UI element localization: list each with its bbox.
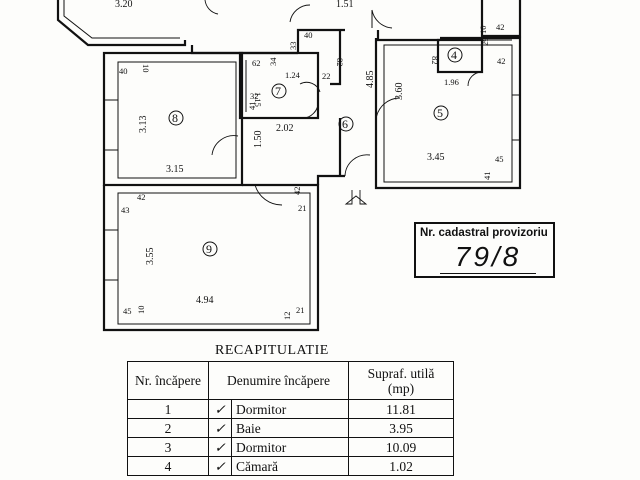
room-number-7: 7	[271, 83, 287, 99]
cell-nr: 4	[127, 456, 209, 476]
cadastral-number: 79/8	[440, 241, 536, 274]
svg-text:5: 5	[437, 106, 443, 120]
dim-label: 45	[495, 154, 504, 164]
cell-nr: 3	[127, 437, 209, 457]
cell-area: 3.95	[348, 418, 454, 438]
floor-plan-drawing: 3.20 1.51 40 33 82 62 34 1.24 22 32 1.15…	[56, 0, 522, 332]
header-usable-area: Supraf. utilă (mp)	[348, 361, 454, 400]
check-mark-icon: ✓	[208, 437, 232, 457]
check-mark-icon: ✓	[208, 456, 232, 476]
room-3-fragment	[56, 0, 219, 47]
top-right-wall	[480, 0, 522, 38]
room-number-8: 8	[168, 110, 184, 126]
table-row: 3 ✓ Dormitor 10.09	[127, 437, 454, 457]
dim-label: 3.45	[427, 152, 445, 163]
room-5-walls	[374, 36, 522, 190]
dim-label: 82	[335, 58, 345, 67]
dim-label: 4.85	[365, 71, 376, 89]
room-4-walls	[436, 38, 512, 87]
svg-text:4: 4	[451, 48, 457, 62]
dim-label: 10	[478, 26, 488, 35]
entrance-arrow-icon	[344, 190, 368, 205]
table-row: 2 ✓ Baie 3.95	[127, 418, 454, 438]
dim-label: 10	[141, 64, 151, 73]
dim-label: 22	[322, 71, 331, 81]
dim-label: 3.55	[145, 248, 156, 266]
room-7-walls	[238, 51, 321, 120]
dim-label: 62	[252, 58, 261, 68]
dim-label: 82	[430, 56, 440, 65]
dim-label: 21	[298, 203, 307, 213]
dim-label: 3.20	[115, 0, 133, 10]
room-number-5: 5	[433, 105, 449, 121]
cell-name: Dormitor	[231, 437, 349, 457]
dim-label: 42	[137, 192, 146, 202]
cell-area: 10.09	[348, 437, 454, 457]
recap-table: Nr. încăpere Denumire încăpere Supraf. u…	[127, 361, 454, 476]
cell-name: Baie	[231, 418, 349, 438]
cell-name: Cămară	[231, 456, 349, 476]
dim-label: 42	[292, 187, 302, 196]
dim-label: 41	[482, 172, 492, 181]
svg-text:7: 7	[275, 84, 281, 98]
cadastral-label: Nr. cadastral provizoriu	[420, 227, 548, 239]
cell-nr: 1	[127, 399, 209, 419]
header-room-number: Nr. încăpere	[127, 361, 209, 400]
svg-text:9: 9	[206, 242, 212, 256]
table-header-row: Nr. încăpere Denumire încăpere Supraf. u…	[127, 361, 454, 400]
check-mark-icon: ✓	[208, 418, 232, 438]
cell-name: Dormitor	[231, 399, 349, 419]
dim-label: 40	[304, 30, 313, 40]
svg-text:6: 6	[342, 117, 348, 131]
dim-label: 2.02	[276, 123, 294, 134]
dim-label: 33	[288, 42, 298, 51]
dim-label: 1.50	[253, 131, 264, 149]
cell-area: 1.02	[348, 456, 454, 476]
dim-label: 10	[136, 306, 146, 315]
header-room-name: Denumire încăpere	[208, 361, 349, 400]
dim-label: 3.60	[394, 83, 405, 101]
check-mark-icon: ✓	[208, 399, 232, 419]
dim-label: 45	[123, 306, 132, 316]
dim-label: 21	[296, 305, 305, 315]
room-9-walls	[102, 183, 320, 332]
dim-label: 40	[119, 66, 128, 76]
room-8-walls	[102, 51, 244, 187]
dim-label: 4.94	[196, 295, 214, 306]
room-number-4: 4	[447, 47, 463, 63]
dim-label: 12	[282, 312, 292, 321]
dim-label: 34	[268, 57, 278, 66]
dim-label: 42	[497, 56, 506, 66]
hallway-walls	[190, 4, 440, 86]
dim-label: 3.15	[166, 164, 184, 175]
dim-label: 1.24	[285, 70, 301, 80]
cell-area: 11.81	[348, 399, 454, 419]
dim-label: 1.51	[336, 0, 354, 10]
dim-label: 3.13	[138, 116, 149, 134]
dim-label: 29	[480, 38, 490, 47]
cadastral-stamp: Nr. cadastral provizoriu 79/8	[414, 222, 555, 278]
recap-title: RECAPITULATIE	[215, 343, 329, 358]
dim-label: 42	[496, 22, 505, 32]
svg-text:8: 8	[172, 111, 178, 125]
cell-nr: 2	[127, 418, 209, 438]
dim-label: 41	[247, 102, 257, 111]
table-row: 1 ✓ Dormitor 11.81	[127, 399, 454, 419]
dim-label: 1.15	[253, 92, 263, 107]
dim-label: 1.96	[444, 77, 459, 87]
table-row: 4 ✓ Cămară 1.02	[127, 456, 454, 476]
room-number-6: 6	[338, 116, 354, 132]
dim-label: 43	[121, 205, 130, 215]
dim-label: 32	[250, 91, 259, 101]
room-number-9: 9	[202, 241, 218, 257]
